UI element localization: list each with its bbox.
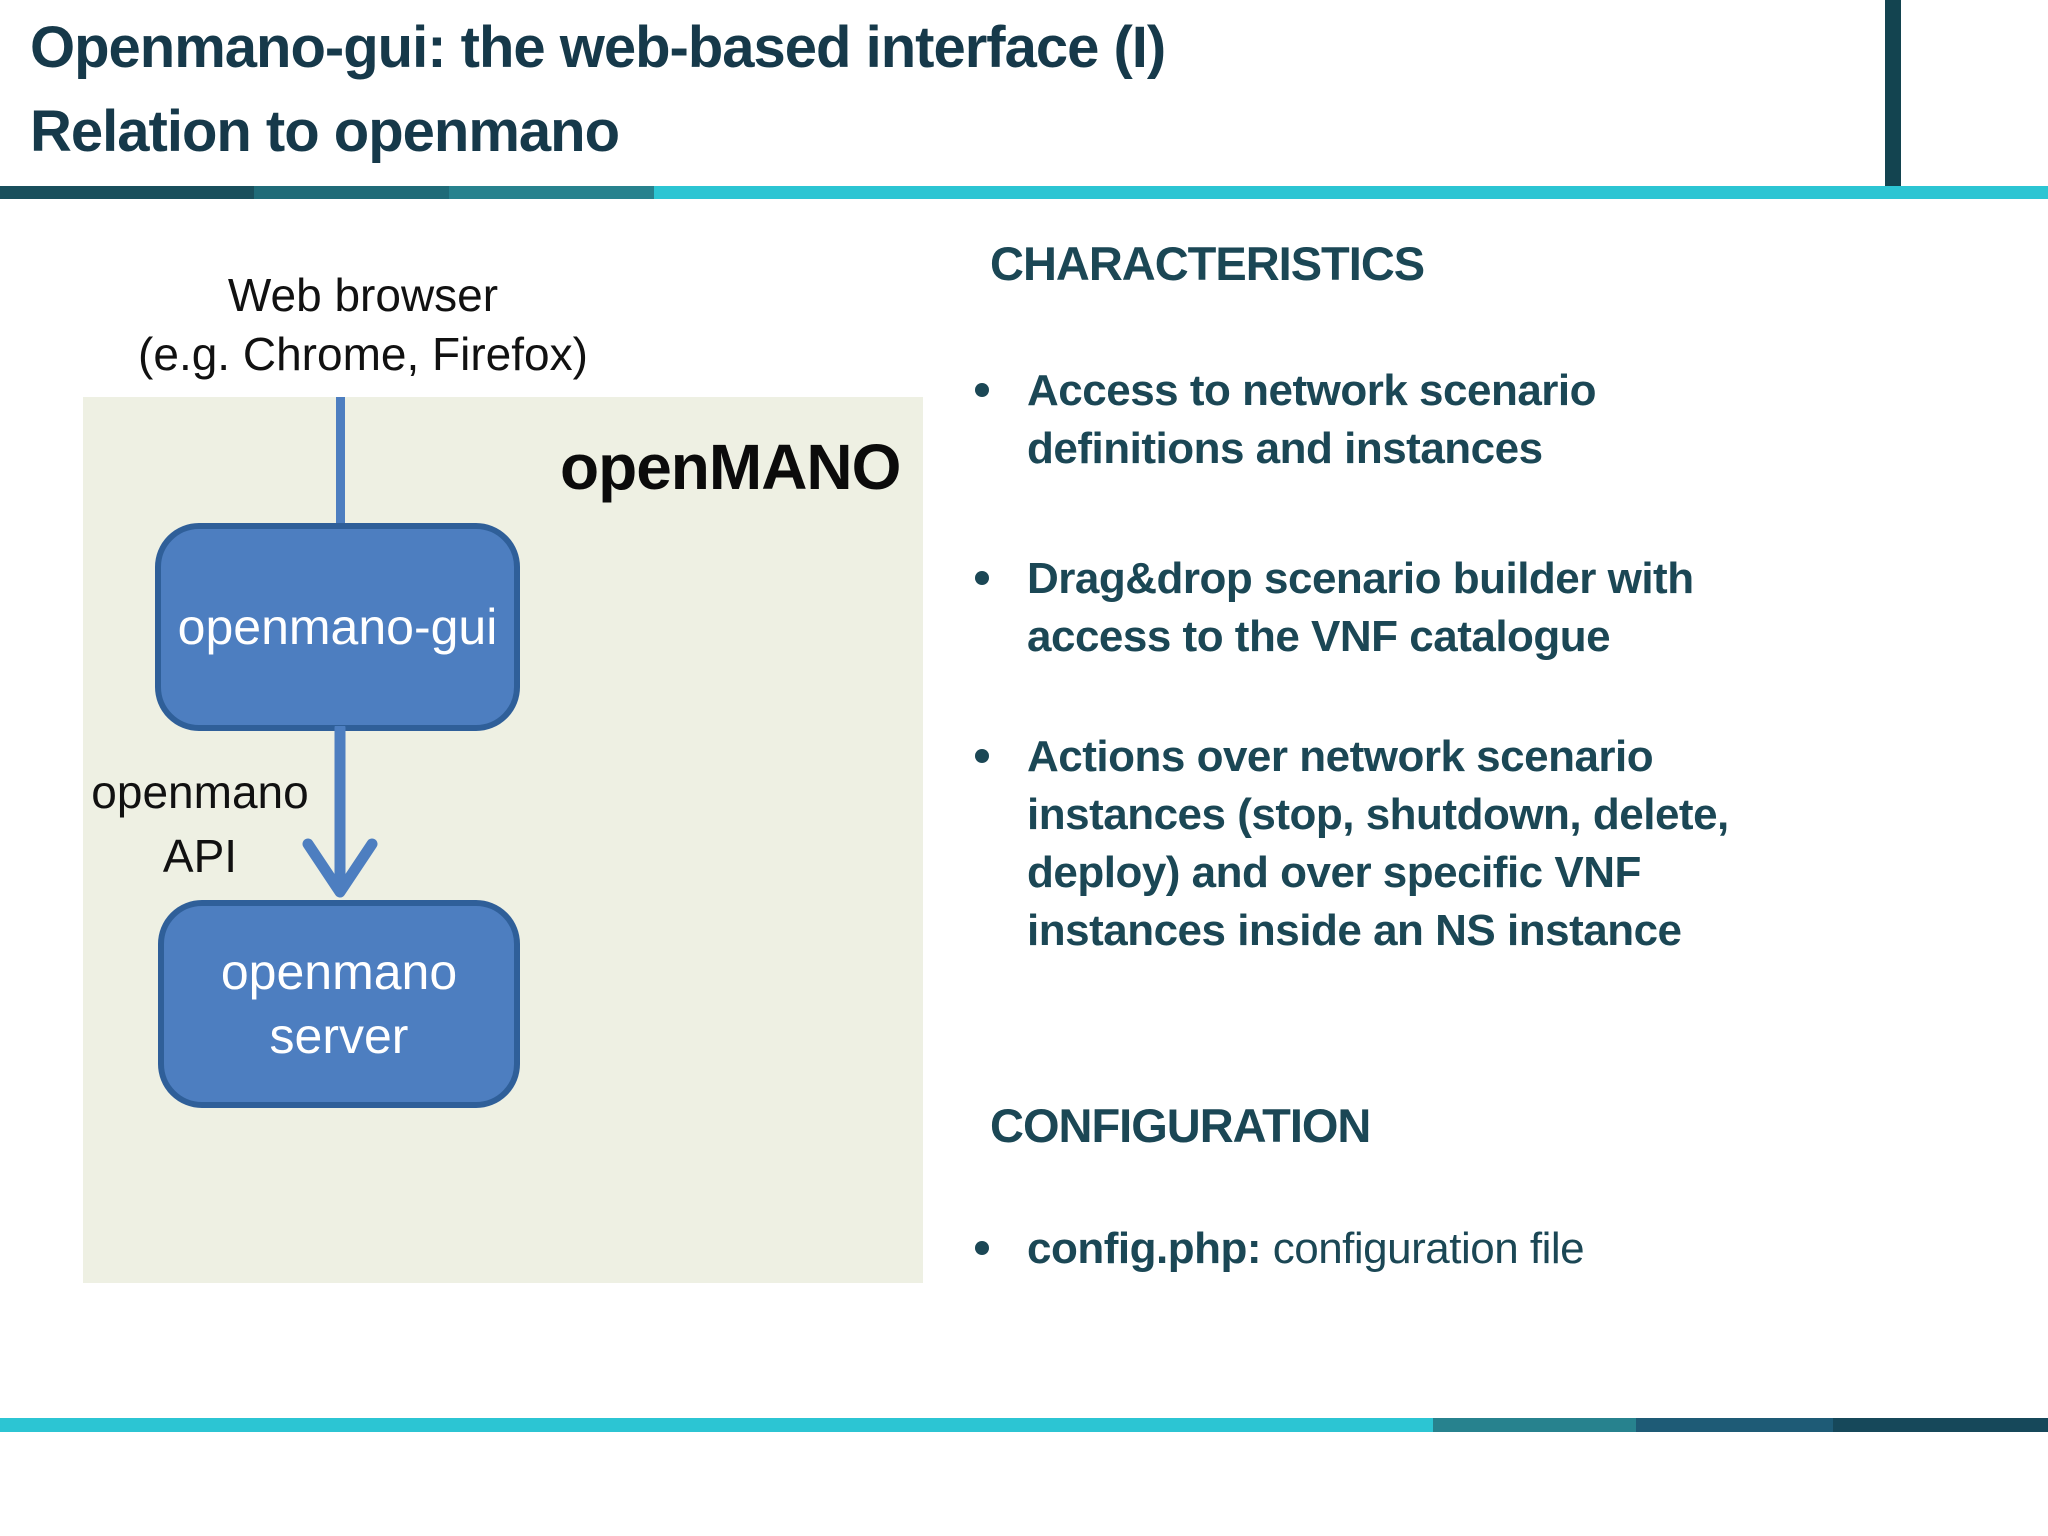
top-divider [0, 186, 2048, 199]
openmano-api-label-line1: openmano [91, 766, 309, 818]
bullet-text: Access to network scenario definitions a… [1027, 362, 1597, 478]
bullet-text: Drag&drop scenario builder with access t… [1027, 550, 1694, 666]
bullet-dot-icon [975, 571, 989, 585]
divider-segment [654, 186, 2048, 199]
configuration-heading: CONFIGURATION [990, 1099, 1371, 1152]
divider-segment [449, 186, 654, 199]
characteristics-heading: CHARACTERISTICS [990, 237, 1425, 290]
divider-segment [1433, 1418, 1636, 1432]
bullet-line: Drag&drop scenario builder with [1027, 554, 1694, 603]
browser-to-gui-connector [336, 397, 345, 524]
bullet-line: definitions and instances [1027, 424, 1543, 473]
characteristics-bullet: Access to network scenario definitions a… [975, 362, 1597, 478]
divider-segment [1636, 1418, 1833, 1432]
page-title-line2: Relation to openmano [30, 99, 620, 164]
page-title-line1: Openmano-gui: the web-based interface (I… [30, 15, 1166, 80]
browser-label: Web browser (e.g. Chrome, Firefox) [83, 266, 643, 384]
divider-segment [1833, 1418, 2048, 1432]
openmano-api-label: openmano API [75, 760, 325, 888]
characteristics-bullet: Actions over network scenario instances … [975, 728, 1729, 960]
arrow-down-icon [302, 726, 378, 898]
browser-label-line2: (e.g. Chrome, Firefox) [138, 328, 588, 380]
divider-segment [254, 186, 449, 199]
bullet-line: instances inside an NS instance [1027, 906, 1682, 955]
openmano-container-label: openMANO [560, 431, 901, 503]
bullet-line: access to the VNF catalogue [1027, 612, 1611, 661]
config-file-term: config.php: [1027, 1224, 1262, 1273]
configuration-bullet: config.php: configuration file [975, 1220, 1585, 1278]
bullet-text: Actions over network scenario instances … [1027, 728, 1729, 960]
bullet-dot-icon [975, 383, 989, 397]
config-file-description: configuration file [1261, 1224, 1585, 1273]
characteristics-bullet: Drag&drop scenario builder with access t… [975, 550, 1694, 666]
header-accent-bar [1885, 0, 1901, 196]
openmano-api-label-line2: API [162, 830, 238, 882]
browser-label-line1: Web browser [227, 269, 499, 321]
bottom-divider [0, 1418, 2048, 1432]
openmano-server-box: openmano server [158, 900, 520, 1108]
bullet-text: config.php: configuration file [1027, 1220, 1585, 1278]
openmano-gui-box: openmano-gui [155, 523, 520, 731]
openmano-server-box-line2: server [269, 1008, 409, 1064]
bullet-line: Actions over network scenario [1027, 732, 1654, 781]
divider-segment [0, 186, 254, 199]
bullet-line: deploy) and over specific VNF [1027, 848, 1641, 897]
openmano-server-box-line1: openmano [220, 944, 458, 1000]
page-title: Openmano-gui: the web-based interface (I… [30, 6, 1166, 174]
bullet-line: Access to network scenario [1027, 366, 1597, 415]
bullet-dot-icon [975, 1241, 989, 1255]
bullet-dot-icon [975, 749, 989, 763]
divider-segment [0, 1418, 1433, 1432]
bullet-line: instances (stop, shutdown, delete, [1027, 790, 1729, 839]
openmano-gui-box-label: openmano-gui [177, 599, 498, 655]
